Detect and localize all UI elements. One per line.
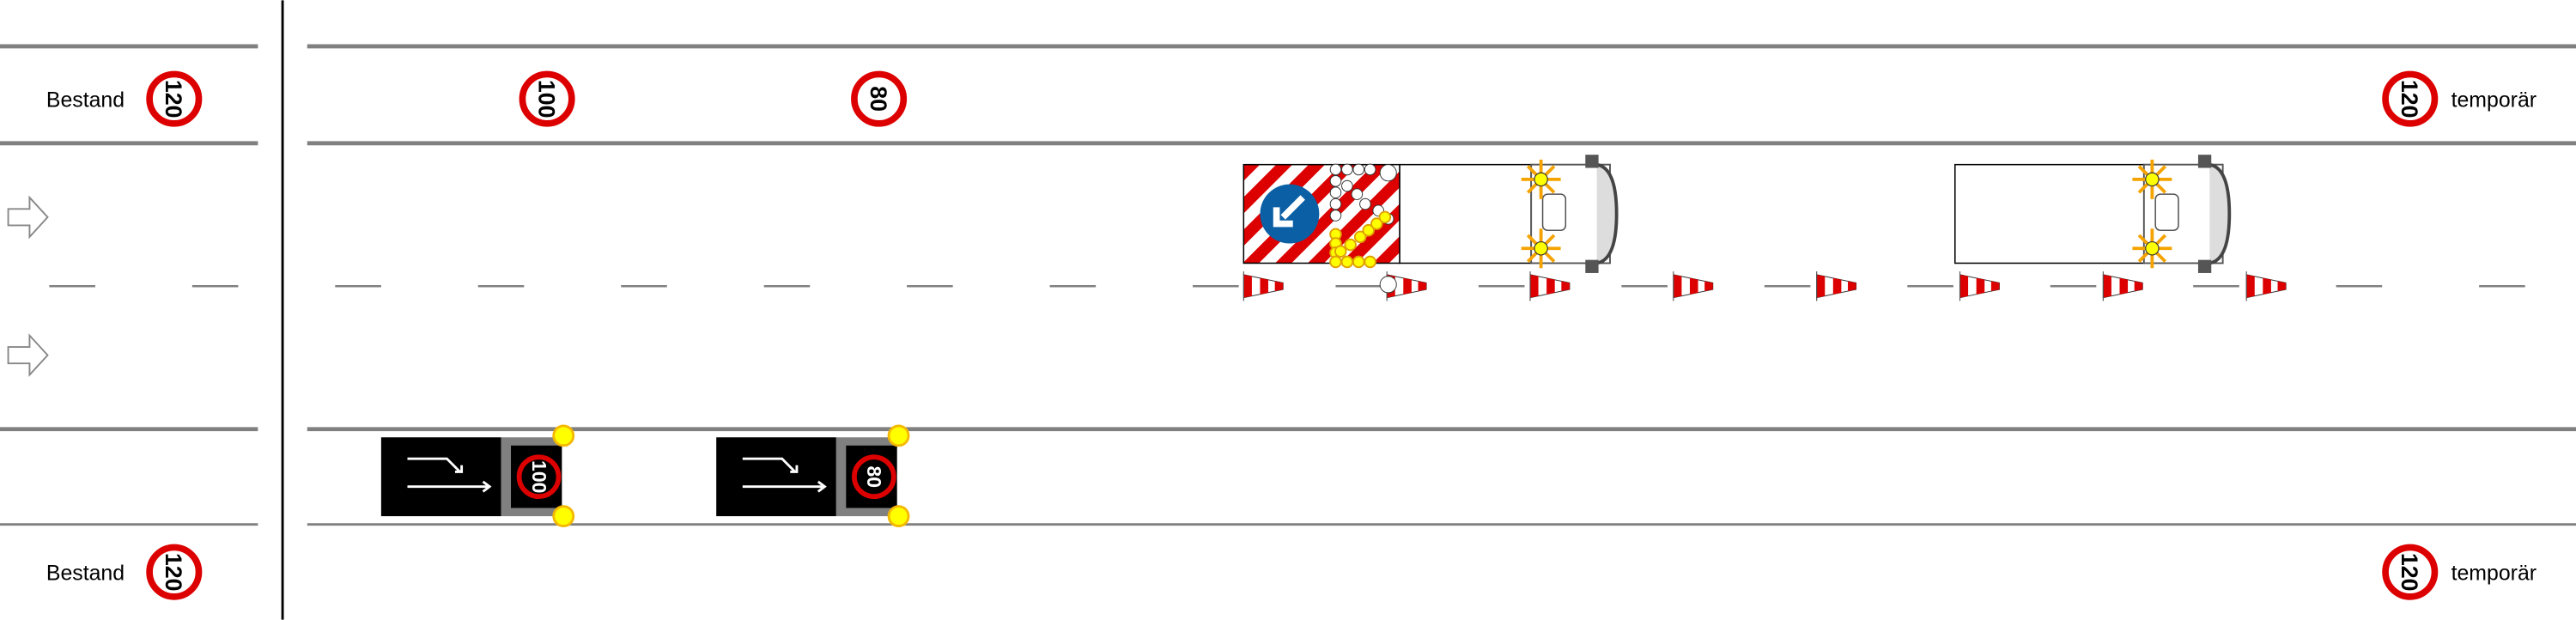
lamp-off	[1329, 175, 1342, 187]
traffic-cone-icon	[1673, 271, 1714, 301]
arrow-lamp-matrix	[1329, 163, 1397, 294]
lamp-off	[1379, 276, 1397, 294]
safety-trailer-truck	[1242, 155, 1619, 294]
shoulder-warning-board-100: 100	[380, 424, 575, 528]
lamp-on	[1344, 238, 1357, 252]
temporary-label-bottom: temporär	[2451, 562, 2537, 586]
lamp-off	[1329, 163, 1342, 176]
direction-arrow-icon	[7, 333, 49, 378]
lamp-off	[1329, 186, 1342, 198]
svg-text:80: 80	[866, 86, 891, 112]
lamp-off	[1341, 163, 1353, 176]
warning-lamp-icon	[887, 424, 910, 447]
traffic-cone-icon	[2245, 271, 2287, 301]
svg-text:120: 120	[2397, 80, 2422, 119]
lamp-off	[1329, 210, 1342, 222]
speed-limit-sign-top-left: 120	[146, 70, 203, 127]
traffic-cone-icon	[1529, 271, 1571, 301]
flashing-beacon-icon	[1521, 159, 1561, 199]
speed-limit-sign-80: 80	[851, 70, 908, 127]
shoulder-warning-board-80: 80	[716, 424, 910, 528]
warning-lamp-icon	[887, 505, 910, 528]
flashing-beacon-icon	[2132, 228, 2172, 269]
flashing-beacon-icon	[2132, 159, 2172, 199]
lamp-on	[1370, 217, 1383, 230]
lane-shift-arrow-icon	[407, 457, 492, 493]
speed-limit-sign-bottom-left: 120	[146, 544, 203, 600]
lamp-on	[1353, 230, 1367, 244]
lamp-off	[1341, 179, 1353, 192]
lamp-on	[1340, 255, 1354, 269]
svg-text:120: 120	[161, 553, 186, 592]
traffic-cone-icon	[1959, 271, 2000, 301]
lamp-off	[1379, 164, 1397, 182]
existing-label-top: Bestand	[46, 88, 125, 112]
warning-lamp-icon	[552, 424, 575, 447]
lamp-on	[1334, 245, 1347, 258]
warning-lamp-icon	[552, 505, 575, 528]
lane-shift-arrow-icon	[742, 457, 827, 493]
temporary-label-top: temporär	[2451, 88, 2537, 112]
svg-text:120: 120	[2397, 553, 2422, 592]
lamp-off	[1351, 188, 1364, 200]
lamp-on	[1329, 255, 1342, 269]
speed-limit-sign-top-right: 120	[2382, 70, 2439, 127]
truck-cab	[1530, 155, 1619, 273]
lamp-off	[1359, 198, 1371, 210]
lamp-off	[1329, 198, 1342, 210]
svg-text:120: 120	[161, 80, 186, 119]
right-lane-lines	[307, 44, 2576, 526]
lamp-on	[1362, 223, 1376, 237]
lamp-on	[1378, 210, 1392, 224]
speed-limit-sign-100: 100	[519, 70, 575, 127]
keep-left-arrow-icon	[1260, 184, 1320, 244]
traffic-cone-icon	[1816, 271, 1857, 301]
svg-text:100: 100	[534, 80, 560, 119]
traffic-cone-icon	[1242, 271, 1284, 301]
lamp-on	[1352, 255, 1365, 269]
svg-text:100: 100	[528, 460, 550, 493]
lamp-on	[1364, 255, 1376, 269]
speed-limit-sign-bottom-right: 120	[2382, 544, 2439, 600]
lamp-off	[1364, 163, 1376, 176]
flashing-beacon-icon	[1521, 228, 1561, 269]
traffic-cone-icon	[2102, 271, 2143, 301]
left-lane-lines	[0, 44, 258, 526]
truck	[1954, 155, 2232, 273]
svg-text:80: 80	[863, 465, 885, 488]
existing-label-bottom: Bestand	[46, 562, 125, 586]
direction-arrow-icon	[7, 195, 49, 240]
lamp-off	[1352, 163, 1365, 176]
